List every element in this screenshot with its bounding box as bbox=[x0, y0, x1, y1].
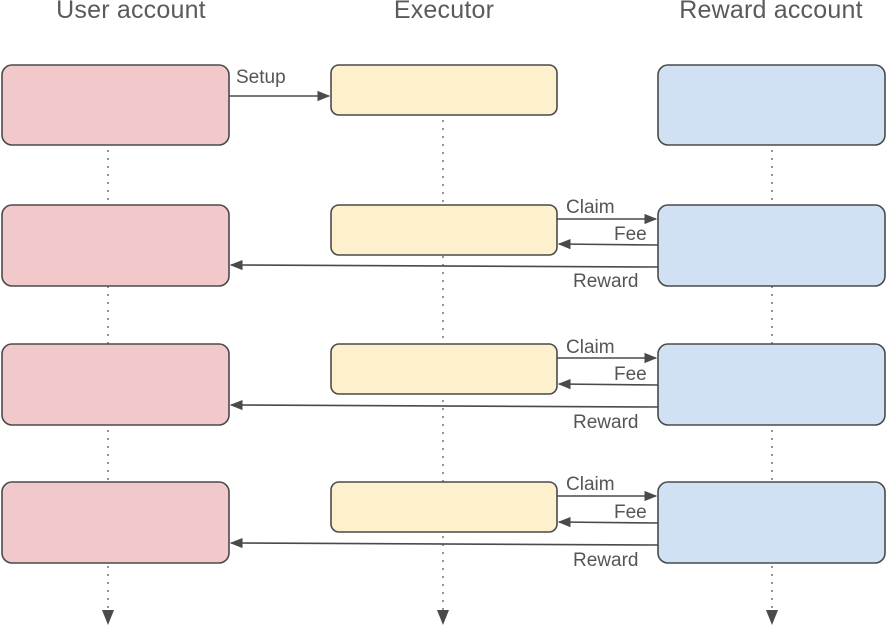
reward-account-box bbox=[657, 343, 886, 426]
reward-label: Reward bbox=[573, 271, 638, 292]
lane-title-executor: Executor bbox=[393, 0, 495, 24]
lane-title-reward-account: Reward account bbox=[679, 0, 863, 24]
fee-label: Fee bbox=[614, 224, 647, 245]
executor-box bbox=[330, 343, 558, 395]
reward-arrow bbox=[229, 537, 659, 549]
lifeline-executor-arrowhead bbox=[437, 610, 449, 625]
fee-arrow bbox=[557, 378, 659, 390]
lifeline-reward-arrowhead bbox=[766, 610, 778, 625]
user-account-box bbox=[1, 481, 230, 564]
fee-arrow bbox=[557, 238, 659, 250]
executor-box bbox=[330, 481, 558, 533]
reward-label: Reward bbox=[573, 550, 638, 571]
user-account-box bbox=[1, 343, 230, 426]
user-account-box bbox=[1, 64, 230, 146]
fee-arrow bbox=[557, 516, 659, 528]
executor-box bbox=[330, 64, 558, 116]
fee-label: Fee bbox=[614, 502, 647, 523]
executor-box bbox=[330, 204, 558, 256]
reward-arrow bbox=[229, 399, 659, 411]
claim-label: Claim bbox=[566, 474, 615, 495]
reward-arrow bbox=[229, 259, 659, 271]
lifeline-user-arrowhead bbox=[102, 610, 114, 625]
claim-label: Claim bbox=[566, 197, 615, 218]
claim-label: Claim bbox=[566, 337, 615, 358]
lane-title-user-account: User account bbox=[56, 0, 206, 24]
reward-label: Reward bbox=[573, 412, 638, 433]
setup-label: Setup bbox=[236, 67, 286, 88]
reward-account-box bbox=[657, 481, 886, 564]
reward-account-box bbox=[657, 204, 886, 287]
user-account-box bbox=[1, 204, 230, 287]
fee-label: Fee bbox=[614, 364, 647, 385]
reward-account-box bbox=[657, 64, 886, 146]
